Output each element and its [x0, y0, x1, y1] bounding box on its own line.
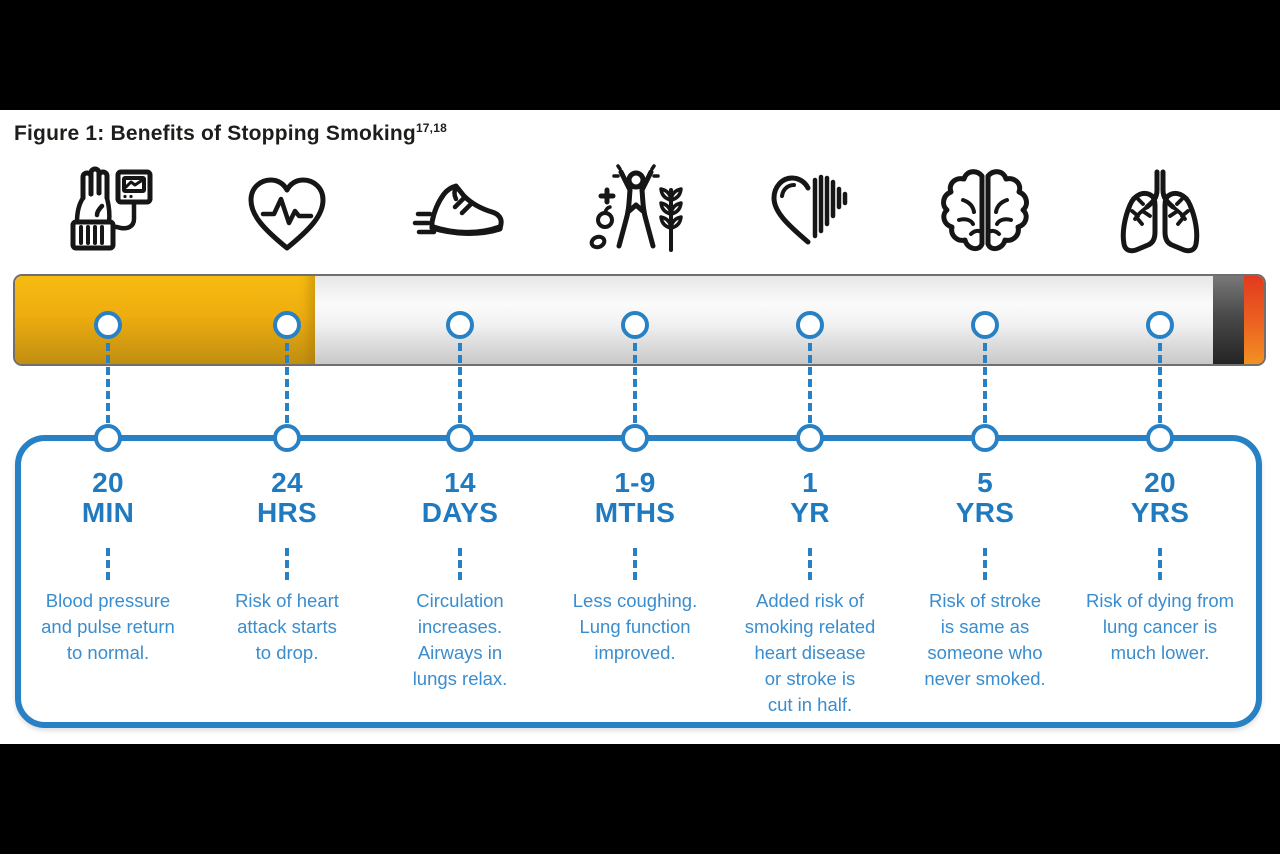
milestone-description: Risk of dying from lung cancer is much l… [1085, 590, 1235, 663]
milestone-description: Less coughing. Lung function improved. [572, 590, 698, 663]
milestone-column: 5 YRS Risk of stroke is same as someone … [885, 162, 1085, 728]
bar-marker-dot [796, 311, 824, 339]
milestone-connector-dash [808, 548, 812, 580]
bar-marker-dot [94, 311, 122, 339]
milestone-value: 1-9 [614, 467, 656, 498]
milestone-value: 1 [802, 467, 818, 498]
dashed-connector [983, 343, 987, 423]
milestone-description: Added risk of smoking related heart dise… [744, 590, 876, 715]
milestone-connector-dash [983, 548, 987, 580]
milestone-time-label: 5 YRS [885, 468, 1085, 528]
running-shoe-icon [410, 162, 510, 262]
milestone-value: 14 [444, 467, 476, 498]
panel-marker-dot [446, 424, 474, 452]
bar-marker-dot [273, 311, 301, 339]
milestone-time-label: 24 HRS [187, 468, 387, 528]
milestone-value: 24 [271, 467, 303, 498]
milestone-description: Risk of stroke is same as someone who ne… [924, 590, 1046, 689]
milestone-description: Risk of heart attack starts to drop. [235, 590, 339, 663]
dashed-connector [633, 343, 637, 423]
dashed-connector [106, 343, 110, 423]
bar-marker-dot [971, 311, 999, 339]
milestone-connector-dash [1158, 548, 1162, 580]
brain-icon [935, 162, 1035, 262]
milestone-value: 5 [977, 467, 993, 498]
milestone-connector-dash [633, 548, 637, 580]
milestone-unit: MTHS [594, 497, 676, 528]
milestone-unit: MIN [81, 497, 135, 528]
milestone-time-label: 14 DAYS [360, 468, 560, 528]
dashed-connector [808, 343, 812, 423]
dashed-connector [1158, 343, 1162, 423]
cigarette-ash-band [1213, 276, 1244, 364]
panel-marker-dot [971, 424, 999, 452]
milestone-time-label: 20 MIN [8, 468, 208, 528]
milestone-unit: YRS [1130, 497, 1190, 528]
milestone-description: Circulation increases. Airways in lungs … [412, 590, 508, 689]
milestone-connector-dash [106, 548, 110, 580]
cigarette-ember-tip [1244, 276, 1264, 364]
half-heart-icon [760, 162, 860, 262]
milestone-column: 20 MIN Blood pressure and pulse return t… [8, 162, 208, 728]
milestone-unit: HRS [256, 497, 318, 528]
milestone-value: 20 [1144, 467, 1176, 498]
bar-marker-dot [621, 311, 649, 339]
milestone-unit: YR [790, 497, 830, 528]
bar-marker-dot [1146, 311, 1174, 339]
milestone-time-label: 1-9 MTHS [535, 468, 735, 528]
panel-marker-dot [94, 424, 122, 452]
lungs-icon [1110, 162, 1210, 262]
dashed-connector [285, 343, 289, 423]
blood-pressure-monitor-icon [58, 162, 158, 262]
milestone-description: Blood pressure and pulse return to norma… [41, 590, 175, 663]
milestone-time-label: 1 YR [710, 468, 910, 528]
milestone-unit: DAYS [421, 497, 499, 528]
panel-marker-dot [621, 424, 649, 452]
milestone-value: 20 [92, 467, 124, 498]
dashed-connector [458, 343, 462, 423]
milestone-column: 1 YR Added risk of smoking related heart… [710, 162, 910, 728]
milestone-column: 14 DAYS Circulation increases. Airways i… [360, 162, 560, 728]
figure-title-text: Figure 1: Benefits of Stopping Smoking [14, 122, 416, 145]
bottom-letterbox [0, 744, 1280, 854]
milestone-column: 1-9 MTHS Less coughing. Lung function im… [535, 162, 735, 728]
top-letterbox [0, 0, 1280, 110]
bar-marker-dot [446, 311, 474, 339]
heart-pulse-icon [237, 162, 337, 262]
panel-marker-dot [273, 424, 301, 452]
milestone-connector-dash [285, 548, 289, 580]
milestone-unit: YRS [955, 497, 1015, 528]
milestone-column: 24 HRS Risk of heart attack starts to dr… [187, 162, 387, 728]
healthy-person-icon [585, 162, 685, 262]
cigarette-filter [15, 276, 315, 364]
figure-title: Figure 1: Benefits of Stopping Smoking17… [14, 121, 447, 146]
milestone-time-label: 20 YRS [1060, 468, 1260, 528]
milestone-connector-dash [458, 548, 462, 580]
milestone-column: 20 YRS Risk of dying from lung cancer is… [1060, 162, 1260, 728]
panel-marker-dot [1146, 424, 1174, 452]
figure-title-superscript: 17,18 [415, 121, 447, 135]
panel-marker-dot [796, 424, 824, 452]
